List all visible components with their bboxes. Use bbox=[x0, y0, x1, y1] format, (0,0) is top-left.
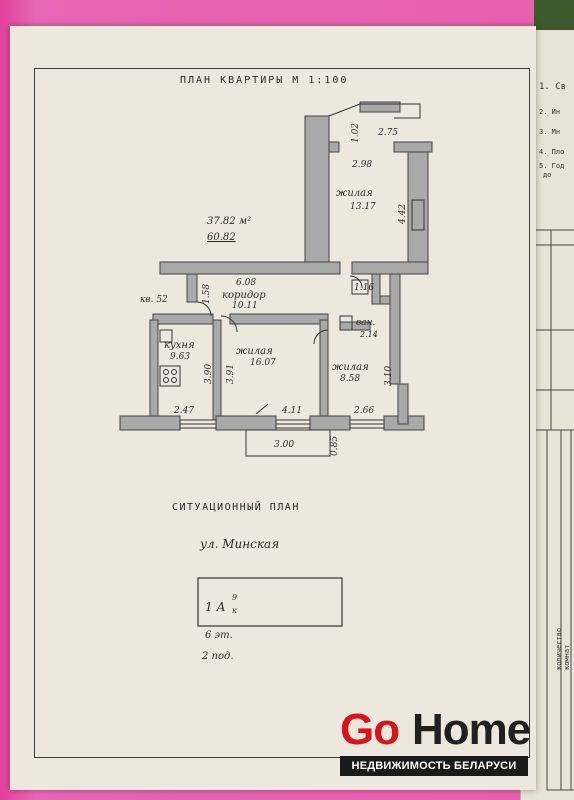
room-label: жилая bbox=[336, 188, 373, 199]
building-label: 1 А bbox=[205, 600, 226, 614]
room-label: жилая bbox=[332, 362, 369, 373]
dim-label: 1.02 bbox=[351, 122, 362, 144]
dim-label: 1.16 bbox=[354, 283, 375, 293]
side-note-1: 1. Св bbox=[539, 82, 567, 92]
side-note-4: 4. Пло bbox=[539, 148, 565, 156]
area-living: 60.82 bbox=[207, 232, 236, 243]
side-note-2: 2. Ин bbox=[539, 108, 561, 116]
wall-corridor-left bbox=[186, 273, 198, 303]
dim-label: 3.10 bbox=[384, 365, 394, 386]
plan-title: ПЛАН КВАРТИРЫ М 1:100 bbox=[180, 75, 349, 86]
side-note-5: 5. Год bbox=[539, 162, 565, 170]
side-note-6: до bbox=[543, 171, 552, 179]
wall-kitchen-living bbox=[212, 319, 222, 421]
wall-upper-left bbox=[304, 115, 330, 267]
dim-label: 0.85 bbox=[330, 435, 340, 456]
dim-label: 2.66 bbox=[354, 406, 375, 416]
room-area: 9.63 bbox=[170, 352, 191, 362]
room-area: 16.07 bbox=[250, 358, 276, 368]
room-area: 2.14 bbox=[360, 330, 378, 339]
side-note-3: 3. Мн bbox=[539, 128, 561, 136]
wall-bath-left bbox=[371, 273, 381, 305]
building-floors: 6 эт. bbox=[205, 630, 233, 641]
flat-number: кв. 52 bbox=[140, 295, 168, 305]
logo-home-text: Home bbox=[412, 705, 531, 754]
building-fraction-top: 9 bbox=[232, 593, 238, 602]
wall-bottom-mid bbox=[215, 415, 277, 431]
background-grass bbox=[534, 0, 574, 30]
area-total: 37.82 м² bbox=[207, 216, 252, 227]
wall-upper-top-left bbox=[328, 141, 340, 153]
document-page bbox=[10, 26, 536, 790]
room-label: ван. bbox=[356, 318, 376, 328]
dim-label: 3.91 bbox=[226, 363, 236, 384]
dim-label: 3.00 bbox=[274, 440, 295, 450]
wall-right-lower bbox=[397, 383, 409, 425]
dim-label: 2.47 bbox=[174, 406, 195, 416]
street-name: ул. Минская bbox=[200, 537, 280, 551]
wall-kitchen-left bbox=[149, 319, 159, 421]
room-label: жилая bbox=[236, 346, 273, 357]
wall-corridor-top bbox=[159, 261, 341, 275]
logo-tagline: НЕДВИЖИМОСТЬ БЕЛАРУСИ bbox=[340, 756, 528, 776]
page-frame bbox=[34, 68, 530, 758]
wall-bottom-left bbox=[119, 415, 181, 431]
dim-label: 6.08 bbox=[236, 278, 257, 288]
side-tables bbox=[530, 229, 574, 791]
logo-go-text: Go bbox=[340, 705, 400, 754]
dim-label: 1.58 bbox=[202, 283, 212, 304]
room-area: 8.58 bbox=[340, 374, 361, 384]
dim-label: 4.42 bbox=[398, 203, 408, 224]
wall-upper-right bbox=[407, 141, 429, 267]
wall-living-living bbox=[319, 319, 329, 421]
wall-right-inner bbox=[389, 273, 401, 385]
wall-top-ledge bbox=[359, 101, 401, 113]
building-entrances: 2 под. bbox=[202, 651, 234, 662]
wall-corridor-top-right bbox=[351, 261, 429, 275]
dim-label: 2.98 bbox=[352, 160, 373, 170]
room-label: кухня bbox=[164, 340, 195, 351]
wall-living-top bbox=[229, 313, 329, 325]
room-label: коридор bbox=[222, 290, 266, 301]
site-plan-title: СИТУАЦИОННЫЙ ПЛАН bbox=[172, 502, 300, 513]
room-area: 13.17 bbox=[350, 202, 376, 212]
building-fraction-bottom: к bbox=[232, 606, 237, 615]
dim-label: 2.75 bbox=[378, 128, 399, 138]
dim-label: 4.11 bbox=[282, 406, 303, 416]
wall-upper-top bbox=[393, 141, 433, 153]
wall-bottom-midright bbox=[309, 415, 351, 431]
dim-label: 3.90 bbox=[204, 363, 214, 384]
wall-kitchen-top bbox=[152, 313, 214, 325]
room-area: 10.11 bbox=[232, 301, 258, 311]
